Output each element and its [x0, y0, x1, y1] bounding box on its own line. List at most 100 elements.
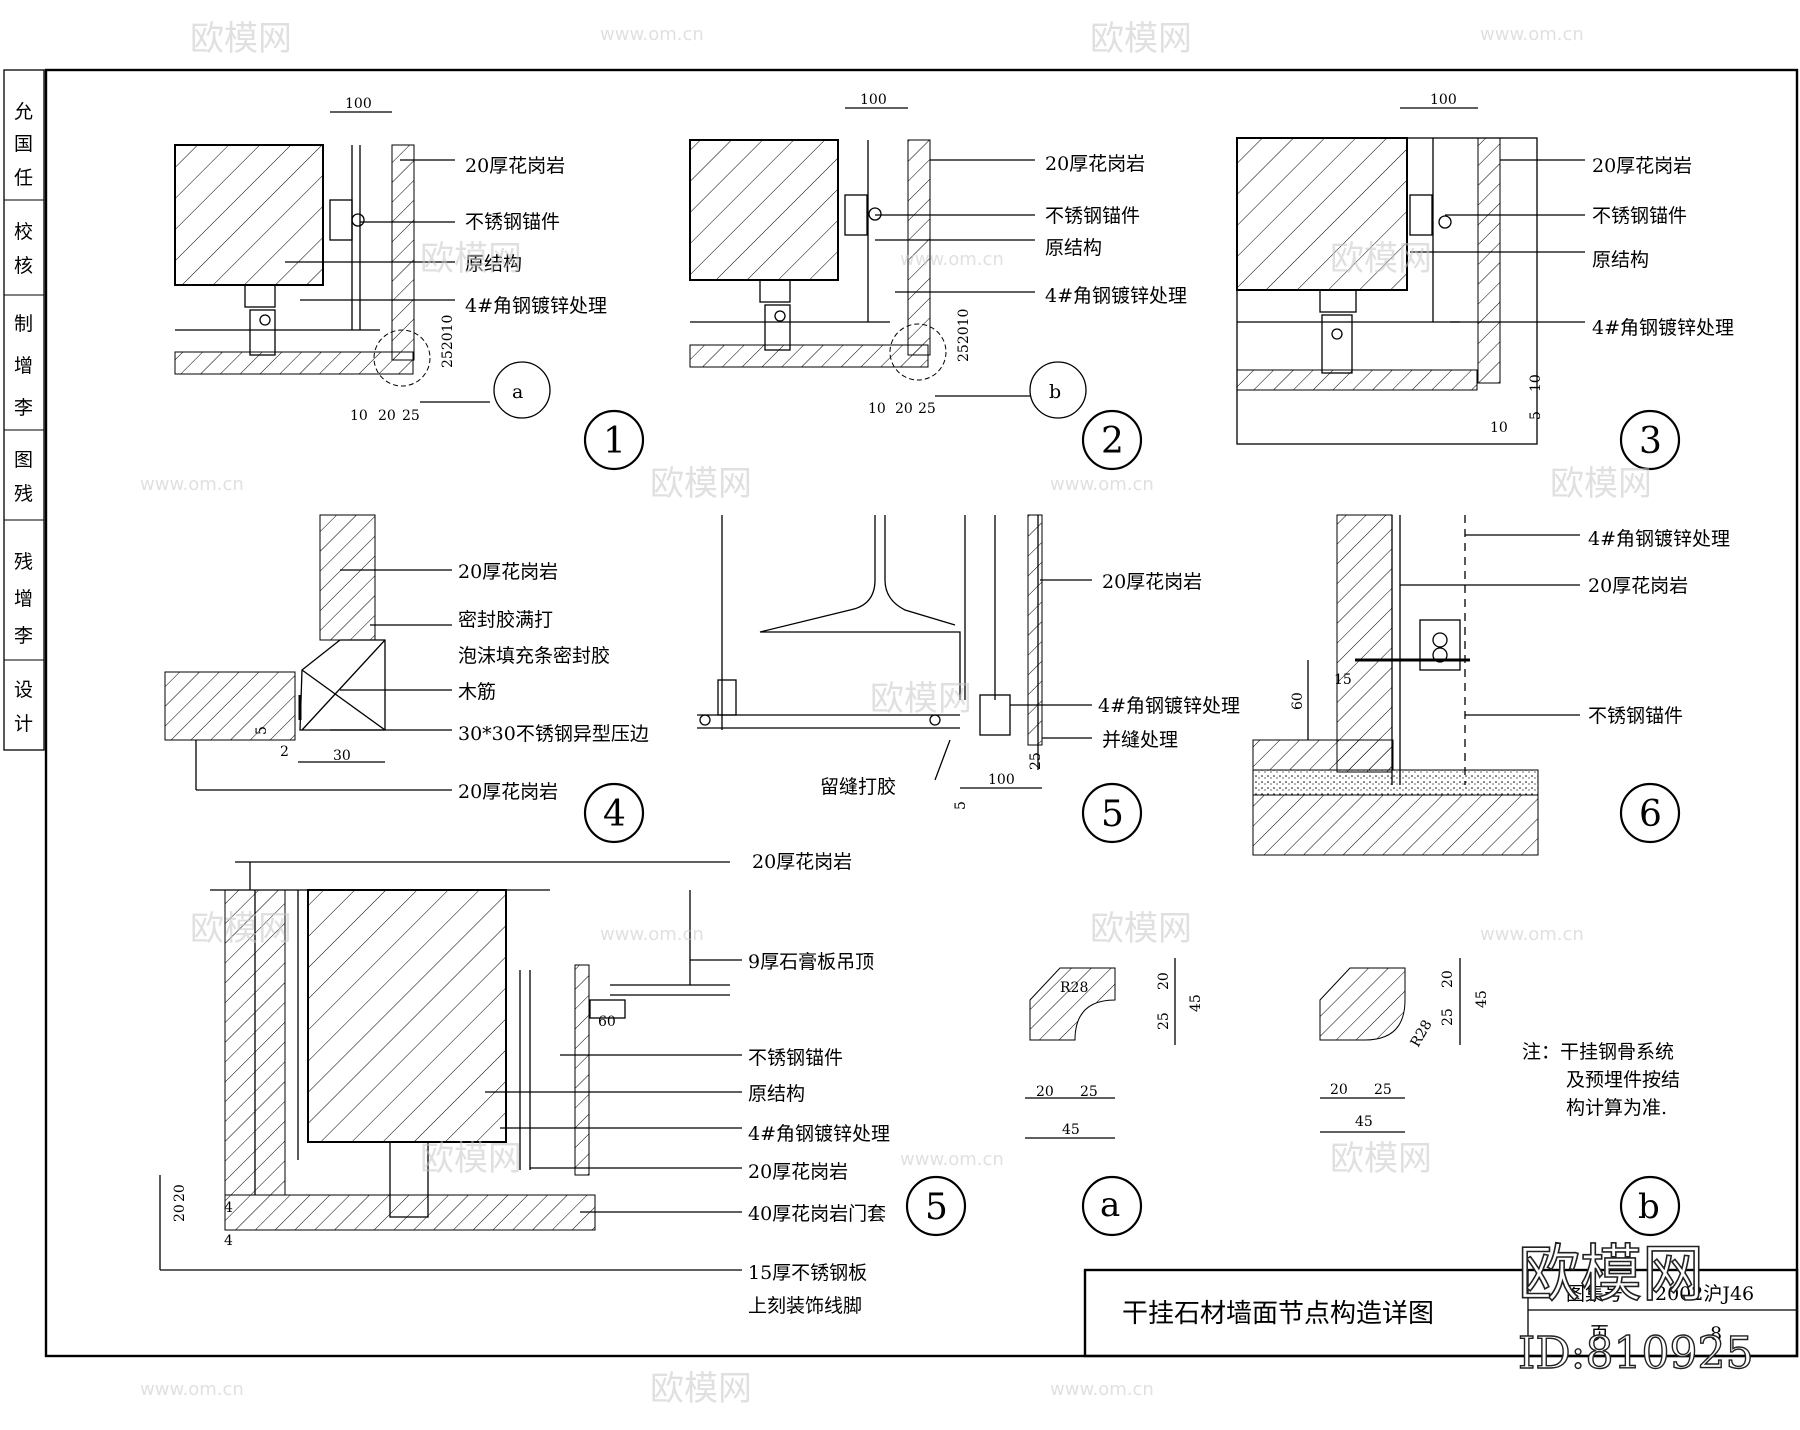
- dim: 25: [918, 401, 936, 417]
- svg-text:欧模网: 欧模网: [1330, 239, 1432, 279]
- label-door-frame: 40厚花岗岩门套: [748, 1203, 886, 1225]
- svg-text:25: 25: [1080, 1084, 1098, 1100]
- profile-a: R28 20 25 45 20 25 45 a: [1025, 958, 1204, 1237]
- label-granite: 20厚花岗岩: [1045, 153, 1145, 175]
- svg-text:1: 1: [603, 421, 626, 462]
- marker-1: [583, 409, 645, 471]
- svg-text:45: 45: [1355, 1114, 1373, 1130]
- strip-char: 允: [14, 101, 33, 123]
- svg-text:欧模网: 欧模网: [870, 679, 972, 719]
- label-anchor: 不锈钢锚件: [465, 211, 560, 233]
- marker-5-bottom: [905, 1175, 967, 1237]
- detail-4: 20厚花岗岩 密封胶满打 泡沫填充条密封胶 木筋 30*30不锈钢异型压边 20…: [164, 514, 649, 844]
- label-anchor: 不锈钢锚件: [1045, 205, 1140, 227]
- callout-a: [493, 361, 551, 419]
- dim: 10: [1528, 374, 1544, 392]
- label-granite-2: 20厚花岗岩: [748, 1161, 848, 1183]
- svg-text:欧模网: 欧模网: [1330, 1139, 1432, 1179]
- svg-text:欧模网: 欧模网: [650, 464, 752, 504]
- detail-5-bottom: 20厚花岗岩 9厚石膏板吊顶 不锈钢锚件 原结构 4#角钢镀锌处理 20厚花岗岩…: [159, 851, 967, 1317]
- atlas-label: 图集号: [1566, 1283, 1623, 1305]
- strip-char: 残: [14, 483, 33, 505]
- strip-char: 李: [14, 397, 33, 419]
- dim: 25: [1028, 752, 1044, 770]
- label-angle-steel: 4#角钢镀锌处理: [465, 295, 607, 317]
- detail-5-top: 20厚花岗岩 4#角钢镀锌处理 并缝处理 留缝打胶 100 25 5 5: [697, 514, 1240, 844]
- radius-label: R28: [1408, 1017, 1436, 1050]
- svg-text:欧模网: 欧模网: [190, 19, 292, 59]
- marker-4: [583, 782, 645, 844]
- dim: 20: [895, 401, 913, 417]
- strip-char: 校: [14, 221, 33, 243]
- svg-text:20: 20: [1330, 1082, 1348, 1098]
- dim: 25: [402, 408, 420, 424]
- dim: 20: [172, 1184, 188, 1202]
- dim-side: 252010: [956, 309, 972, 362]
- svg-text:a: a: [1100, 1185, 1120, 1225]
- detail-6: 4#角钢镀锌处理 20厚花岗岩 不锈钢锚件 15 60 6: [1252, 514, 1730, 856]
- label-angle-steel: 4#角钢镀锌处理: [748, 1123, 890, 1145]
- dim: 5: [953, 801, 969, 810]
- marker-5: [1081, 782, 1143, 844]
- svg-text:b: b: [1638, 1187, 1660, 1227]
- svg-text:欧模网: 欧模网: [190, 909, 292, 949]
- svg-text:欧模网: 欧模网: [650, 1369, 752, 1409]
- strip-char: 国: [14, 133, 33, 155]
- strip-char: 增: [14, 588, 33, 610]
- marker-3: [1619, 409, 1681, 471]
- svg-text:20: 20: [1036, 1084, 1054, 1100]
- svg-text:25: 25: [1156, 1012, 1172, 1030]
- label-joint: 并缝处理: [1102, 729, 1178, 751]
- dim: 60: [598, 1014, 616, 1030]
- dim-top: 100: [1430, 92, 1457, 108]
- svg-text:5: 5: [925, 1187, 948, 1228]
- label-granite: 20厚花岗岩: [465, 155, 565, 177]
- dim-side: 252010: [440, 315, 456, 368]
- svg-text:20: 20: [1440, 970, 1456, 988]
- dim: 20: [378, 408, 396, 424]
- dim: 10: [350, 408, 368, 424]
- dim: 60: [1290, 692, 1306, 710]
- label-structure: 原结构: [748, 1083, 805, 1105]
- label-angle-steel: 4#角钢镀锌处理: [1588, 528, 1730, 550]
- svg-text:5: 5: [1101, 794, 1124, 835]
- svg-text:a: a: [512, 381, 523, 403]
- brand-watermark: 欧模网: [1518, 1237, 1704, 1310]
- strip-char: 制: [14, 313, 33, 335]
- svg-text:25: 25: [1440, 1008, 1456, 1026]
- strip-char: 图: [14, 449, 33, 471]
- marker-a: [1081, 1175, 1143, 1237]
- svg-text:www.om.cn: www.om.cn: [900, 1149, 1004, 1170]
- label-anchor: 不锈钢锚件: [748, 1047, 843, 1069]
- svg-text:www.om.cn: www.om.cn: [600, 24, 704, 45]
- label-wood: 木筋: [458, 681, 496, 703]
- label-angle-steel: 4#角钢镀锌处理: [1045, 285, 1187, 307]
- strip-char: 核: [14, 255, 33, 277]
- svg-text:4: 4: [603, 794, 626, 835]
- svg-text:6: 6: [1639, 794, 1662, 835]
- strip-char: 任: [14, 167, 33, 189]
- label-trim-line: 上刻装饰线脚: [748, 1295, 862, 1317]
- label-granite: 20厚花岗岩: [752, 851, 852, 873]
- svg-text:www.om.cn: www.om.cn: [140, 474, 244, 495]
- svg-text:www.om.cn: www.om.cn: [1480, 924, 1584, 945]
- strip-char: 残: [14, 551, 33, 573]
- dim: 5: [254, 726, 270, 735]
- svg-text:www.om.cn: www.om.cn: [1050, 474, 1154, 495]
- label-structure: 原结构: [1592, 249, 1649, 271]
- svg-text:45: 45: [1062, 1122, 1080, 1138]
- detail-3: 100 20厚花岗岩 不锈钢锚件 原结构 4#角钢镀锌处理 10 5 10 3: [1236, 92, 1734, 471]
- label-foam: 泡沫填充条密封胶: [458, 645, 610, 667]
- label-granite: 20厚花岗岩: [1588, 575, 1688, 597]
- svg-text:www.om.cn: www.om.cn: [1480, 24, 1584, 45]
- dim: 100: [988, 772, 1015, 788]
- drawing-title: 干挂石材墙面节点构造详图: [1122, 1299, 1434, 1329]
- svg-text:欧模网: 欧模网: [1090, 909, 1192, 949]
- dim: 5: [1528, 411, 1544, 420]
- label-granite-2: 20厚花岗岩: [458, 781, 558, 803]
- label-angle-steel: 4#角钢镀锌处理: [1098, 695, 1240, 717]
- label-structure: 原结构: [1045, 237, 1102, 259]
- label-trim: 30*30不锈钢异型压边: [458, 723, 649, 745]
